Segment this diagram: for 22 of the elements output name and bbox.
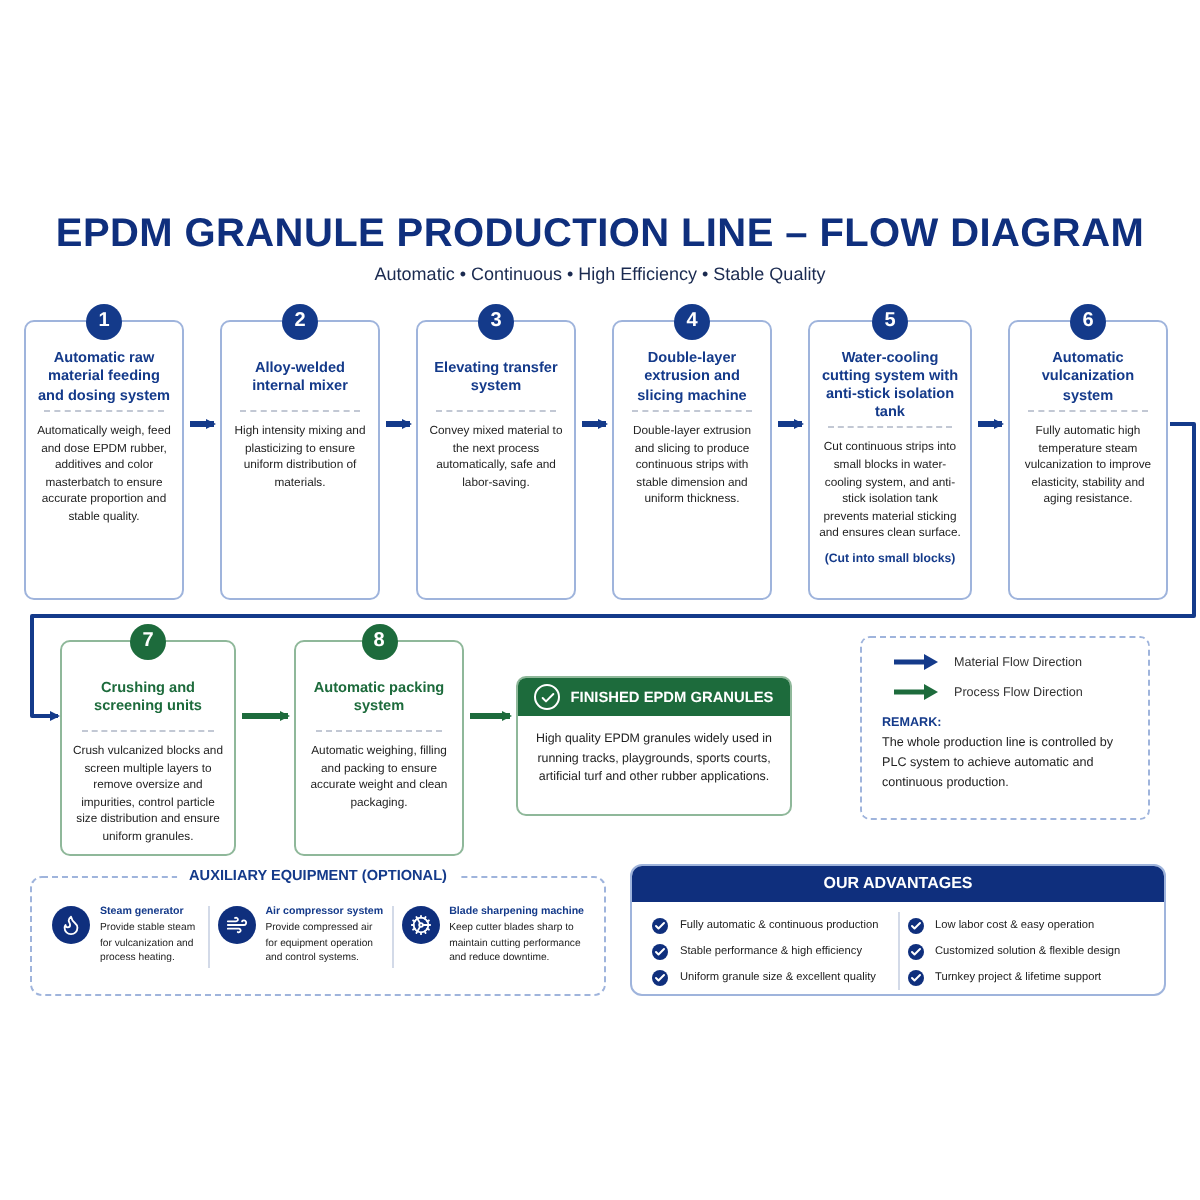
- step-number: 2: [282, 304, 318, 340]
- flow-arrow: [190, 419, 216, 429]
- flow-arrow: [778, 419, 804, 429]
- step-number: 3: [478, 304, 514, 340]
- subtitle: Automatic • Continuous • High Efficiency • Stable Quality: [374, 264, 826, 284]
- flow-arrow: [242, 711, 290, 721]
- flow-arrow: [386, 419, 412, 429]
- step-number: 7: [130, 624, 166, 660]
- flow-arrow: [470, 711, 512, 721]
- result-box: [516, 676, 792, 816]
- diagram-title: EPDM GRANULE PRODUCTION LINE – FLOW DIAGRAM: [53, 212, 1147, 258]
- step-number: 4: [674, 304, 710, 340]
- panel-heading: OUR ADVANTAGES: [632, 866, 1164, 902]
- step-number: 1: [86, 304, 122, 340]
- advantages-panel: [630, 864, 1166, 996]
- step-number: 5: [872, 304, 908, 340]
- flow-arrow: [582, 419, 608, 429]
- flow-arrow: [30, 422, 1196, 721]
- legend-panel: [860, 636, 1150, 820]
- step-number: 6: [1070, 304, 1106, 340]
- step-number: 8: [361, 624, 397, 660]
- flow-arrow: [978, 419, 1004, 429]
